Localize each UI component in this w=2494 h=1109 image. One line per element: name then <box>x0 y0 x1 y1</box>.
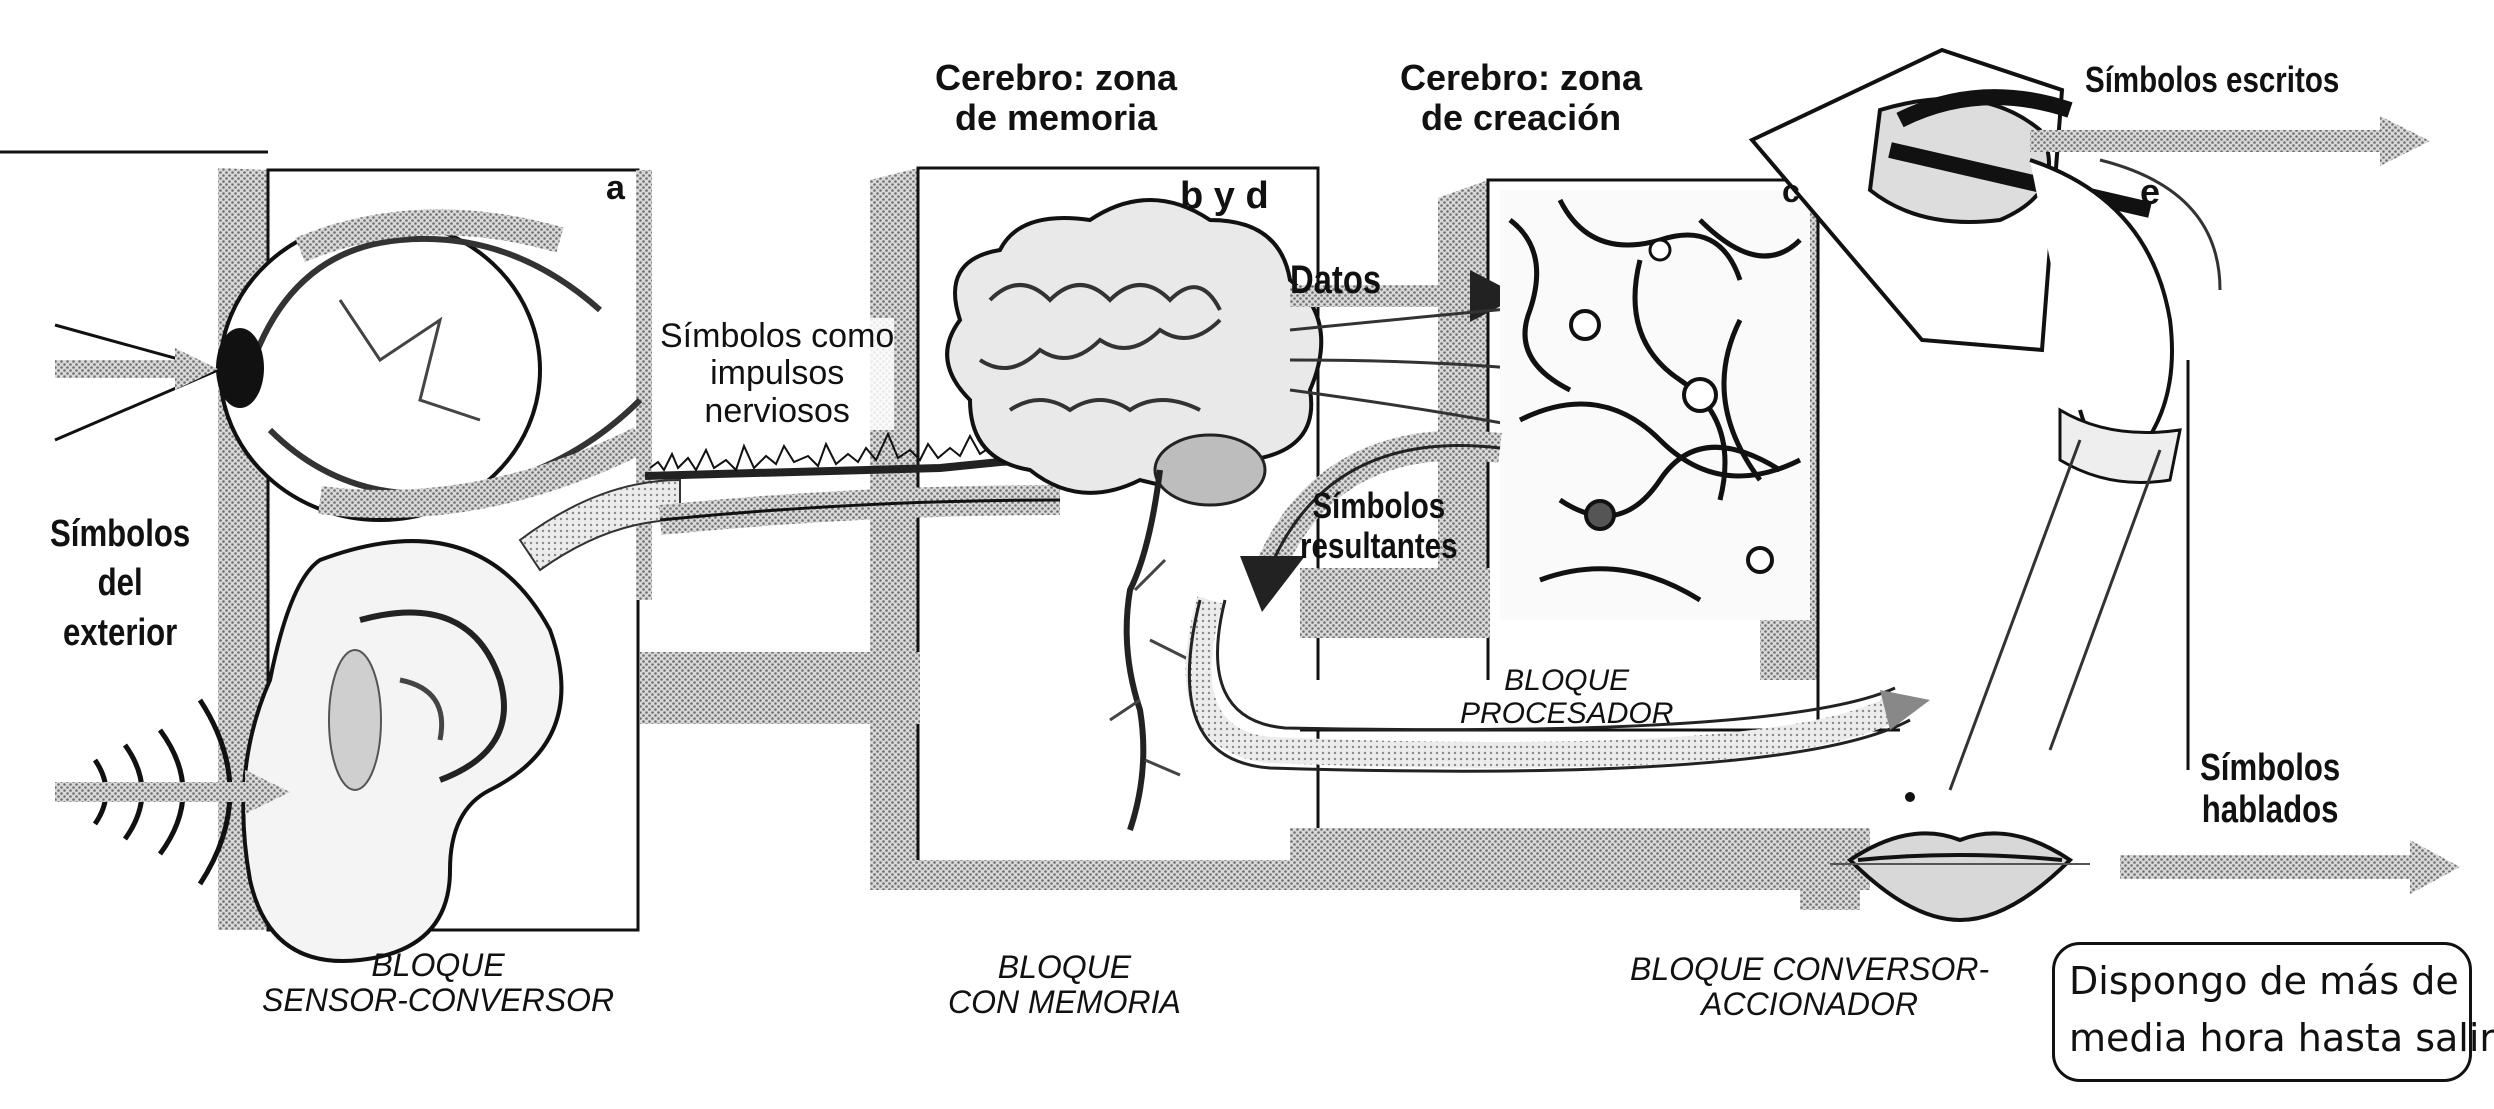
processor-block-label: BLOQUE PROCESADOR <box>1460 664 1674 730</box>
speech-bubble-line-1: Dispongo de más de <box>2069 959 2459 1003</box>
result-arrow <box>1240 430 1502 612</box>
brain-illustration <box>945 198 1324 831</box>
data-label: Datos <box>1290 258 1382 302</box>
eye-illustration <box>216 209 647 522</box>
speech-bubble: Dispongo de más de media hora hasta sali… <box>2052 942 2494 1082</box>
written-symbols-label: Símbolos escritos <box>2085 59 2340 100</box>
speech-bubble-line-2: media hora hasta salir <box>2069 1016 2494 1060</box>
spoken-output-arrow <box>2120 840 2460 894</box>
motor-pathway <box>1185 596 1930 773</box>
creation-zone-title: Cerebro: zona de creación <box>1400 57 1643 138</box>
nerve-impulse-symbols-label: Símbolos como impulsos nerviosos <box>660 317 895 431</box>
converter-actuator-block-label: BLOQUE CONVERSOR- ACCIONADOR <box>1630 951 1990 1023</box>
writing-hand-illustration <box>1748 47 2182 791</box>
block-c-marker: c <box>1782 173 1800 209</box>
neuron-network-illustration <box>1500 190 1810 620</box>
memory-block-label: BLOQUE CON MEMORIA <box>948 949 1181 1021</box>
resulting-symbols-label: Símbolos resultantes <box>1300 485 1458 566</box>
spoken-symbols-label: Símbolos hablados <box>2200 747 2341 831</box>
block-byd-marker: b y d <box>1180 175 1269 217</box>
memory-zone-title: Cerebro: zona de memoria <box>935 57 1178 138</box>
ear-illustration <box>241 478 681 963</box>
block-e-marker: e <box>2140 171 2161 212</box>
sound-waves-icon <box>55 698 290 886</box>
sensor-converter-block-label: BLOQUE SENSOR-CONVERSOR <box>262 947 615 1019</box>
light-rays <box>54 323 219 442</box>
block-a-marker: a <box>606 169 625 207</box>
external-symbols-label: Símbolos del exterior <box>50 513 191 654</box>
lips-illustration <box>1830 792 2090 923</box>
written-output-arrow <box>2030 116 2430 291</box>
